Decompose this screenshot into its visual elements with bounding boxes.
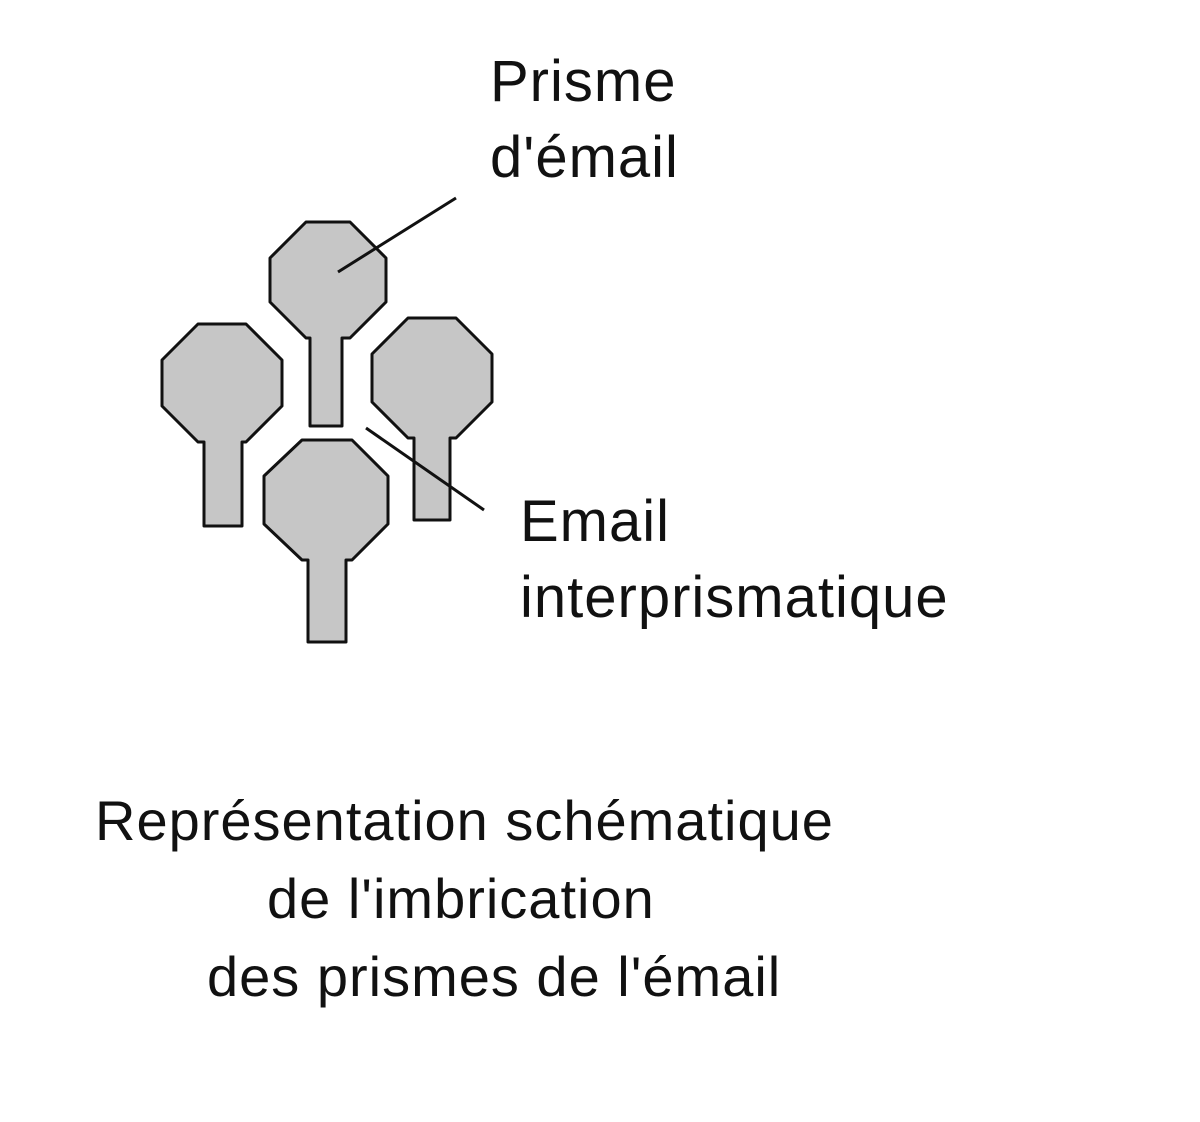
prism-label: Prisme d'émail	[490, 44, 679, 196]
caption-line-1: Représentation schématique	[95, 789, 834, 852]
enamel-prism-bottom	[262, 438, 390, 644]
prism-label-line-2: d'émail	[490, 125, 679, 190]
caption-line-2: de l'imbrication	[267, 867, 655, 930]
interprismatic-leader-line	[365, 426, 485, 512]
caption-line-3: des prismes de l'émail	[207, 945, 782, 1008]
prism-leader-line	[337, 196, 457, 274]
prism-shape	[160, 322, 284, 528]
enamel-prism-left	[160, 322, 284, 528]
interprismatic-label-line-1: Email	[520, 489, 671, 554]
prism-shape	[370, 316, 494, 522]
interprismatic-label: Email interprismatique	[520, 484, 949, 636]
interprismatic-label-line-2: interprismatique	[520, 565, 949, 630]
prism-label-line-1: Prisme	[490, 49, 677, 114]
prism-shape	[262, 438, 390, 644]
enamel-prism-right	[370, 316, 494, 522]
prism-shape	[268, 220, 388, 428]
figure-caption: Représentation schématique de l'imbricat…	[95, 782, 925, 1016]
enamel-prism-top	[268, 220, 388, 428]
